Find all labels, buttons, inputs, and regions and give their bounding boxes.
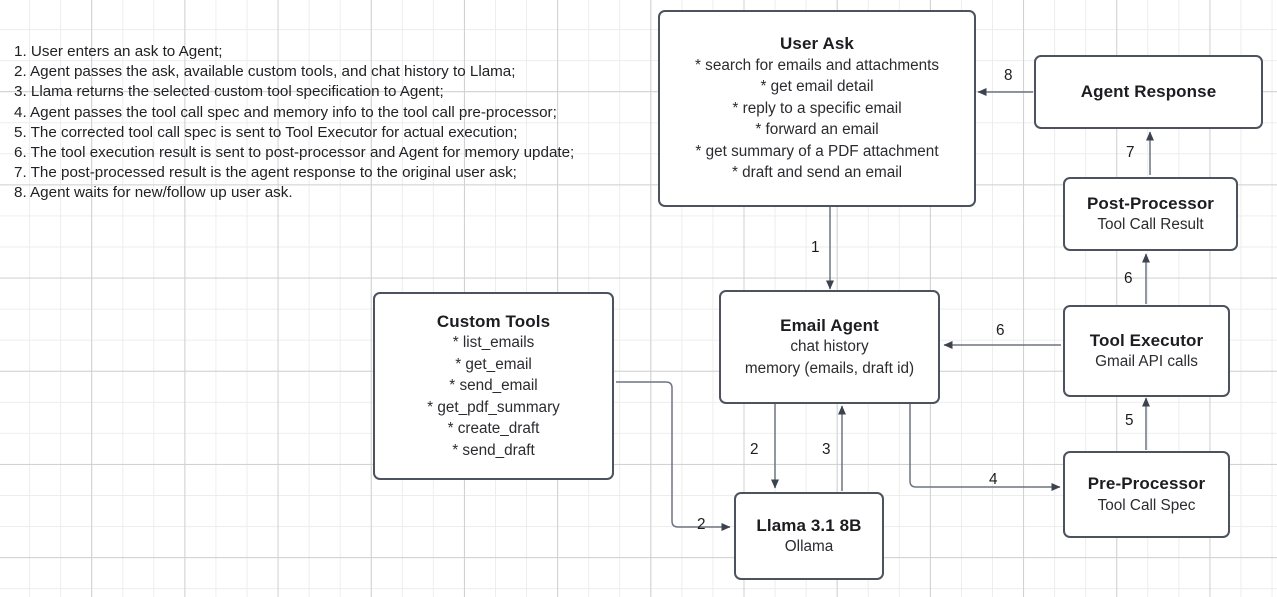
custom-tool-item-5: * create_draft <box>447 420 540 438</box>
node-custom-tools-bullets: * list_emails * get_email * send_email *… <box>427 332 560 461</box>
node-pre-processor-subtitle: Tool Call Spec <box>1097 496 1196 514</box>
edge-label-4: 4 <box>989 471 998 488</box>
edge-label-7: 7 <box>1126 144 1135 161</box>
user-ask-item-5: * get summary of a PDF attachment <box>695 142 939 160</box>
legend-step-2: 2. Agent passes the ask, available custo… <box>14 63 516 81</box>
custom-tool-item-3: * send_email <box>449 377 538 395</box>
node-post-processor[interactable]: Post-Processor Tool Call Result <box>1063 177 1238 251</box>
user-ask-item-1: * search for emails and attachments <box>694 56 940 74</box>
node-agent-response-title: Agent Response <box>1080 82 1217 102</box>
node-email-agent[interactable]: Email Agent chat history memory (emails,… <box>719 290 940 404</box>
user-ask-item-6: * draft and send an email <box>731 164 903 182</box>
edge-custom-tools-to-llama <box>616 381 731 532</box>
custom-tool-item-4: * get_pdf_summary <box>427 398 560 416</box>
legend-step-6: 6. The tool execution result is sent to … <box>14 144 575 162</box>
node-user-ask-title: User Ask <box>780 34 854 54</box>
node-tool-executor-subtitle: Gmail API calls <box>1095 353 1198 370</box>
edge-label-5: 5 <box>1125 412 1134 429</box>
legend-step-1: 1. User enters an ask to Agent; <box>14 43 223 60</box>
custom-tool-item-6: * send_draft <box>452 441 535 459</box>
custom-tool-item-1: * list_emails <box>452 334 535 352</box>
node-pre-processor[interactable]: Pre-Processor Tool Call Spec <box>1063 451 1230 538</box>
user-ask-item-4: * forward an email <box>755 121 879 139</box>
legend-step-8: 8. Agent waits for new/follow up user as… <box>14 184 293 202</box>
node-llama-subtitle: Ollama <box>784 538 834 555</box>
edge-email-agent-to-pre-processor <box>909 404 1061 492</box>
node-agent-response[interactable]: Agent Response <box>1034 55 1263 129</box>
edge-label-6-agent: 6 <box>996 322 1005 339</box>
node-user-ask-bullets: * search for emails and attachments * ge… <box>695 55 939 184</box>
legend-steps: 1. User enters an ask to Agent; 2. Agent… <box>14 42 644 204</box>
custom-tool-item-2: * get_email <box>455 355 532 373</box>
node-pre-processor-title: Pre-Processor <box>1087 474 1206 493</box>
node-llama-title: Llama 3.1 8B <box>756 515 862 535</box>
node-post-processor-subtitle: Tool Call Result <box>1097 216 1204 233</box>
legend-step-7: 7. The post-processed result is the agen… <box>14 164 517 182</box>
node-custom-tools[interactable]: Custom Tools * list_emails * get_email *… <box>373 292 614 480</box>
node-email-agent-chat-history: chat history <box>790 338 869 356</box>
edge-label-2-tools: 2 <box>697 516 706 533</box>
node-email-agent-title: Email Agent <box>780 315 879 335</box>
edge-label-8: 8 <box>1004 67 1013 84</box>
node-post-processor-title: Post-Processor <box>1086 193 1215 213</box>
node-tool-executor[interactable]: Tool Executor Gmail API calls <box>1063 305 1230 397</box>
user-ask-item-3: * reply to a specific email <box>732 99 902 117</box>
legend-step-3: 3. Llama returns the selected custom too… <box>14 83 444 101</box>
node-custom-tools-title: Custom Tools <box>436 311 551 331</box>
legend-step-5: 5. The corrected tool call spec is sent … <box>14 123 518 141</box>
edge-label-2-agent: 2 <box>750 441 759 458</box>
node-llama[interactable]: Llama 3.1 8B Ollama <box>734 492 884 580</box>
legend-step-4: 4. Agent passes the tool call spec and m… <box>14 103 557 121</box>
edge-label-1: 1 <box>811 239 820 256</box>
node-email-agent-memory: memory (emails, draft id) <box>744 359 915 377</box>
edge-label-3: 3 <box>822 441 831 458</box>
edge-label-6-post: 6 <box>1124 270 1133 287</box>
node-tool-executor-title: Tool Executor <box>1089 330 1204 350</box>
user-ask-item-2: * get email detail <box>760 78 874 96</box>
node-user-ask[interactable]: User Ask * search for emails and attachm… <box>658 10 976 207</box>
